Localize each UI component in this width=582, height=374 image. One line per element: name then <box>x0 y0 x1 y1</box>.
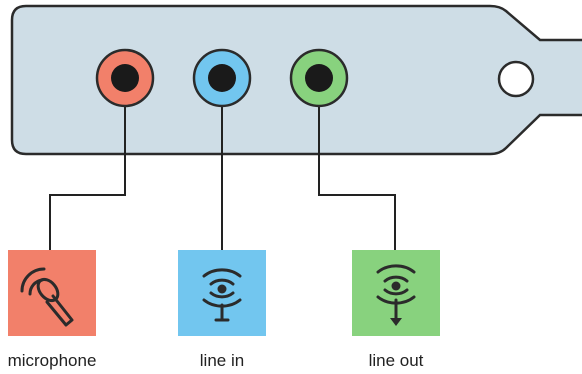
line-out-icon <box>352 250 440 336</box>
jack-line-out <box>289 48 349 108</box>
line-in-icon <box>178 250 266 336</box>
label-line-in: line in <box>200 351 244 370</box>
label-line-out: line out <box>369 351 424 370</box>
mount-hole <box>497 60 535 98</box>
label-microphone: microphone <box>8 351 97 370</box>
wire-line-out <box>318 100 396 253</box>
microphone-icon <box>8 250 96 336</box>
jack-line-in <box>192 48 252 108</box>
jack-microphone <box>95 48 155 108</box>
wire-microphone <box>49 100 126 253</box>
